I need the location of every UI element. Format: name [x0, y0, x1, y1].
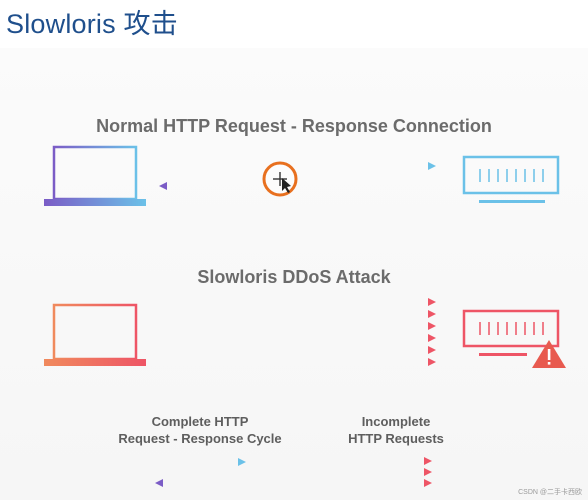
legend-incomplete-arrows: [352, 457, 432, 487]
attack-arrow: [160, 310, 436, 318]
watermark: CSDN @二手卡西欧: [518, 489, 582, 496]
legend-attack-arrow: [352, 457, 432, 465]
legend-complete-label: Complete HTTP Request - Response Cycle: [100, 413, 300, 447]
page-title: Slowloris 攻击: [6, 9, 178, 39]
diagram-panel: [0, 48, 588, 500]
laptop-icon: [44, 145, 146, 206]
attack-heading: Slowloris DDoS Attack: [197, 267, 391, 287]
normal-heading: Normal HTTP Request - Response Connectio…: [96, 116, 492, 136]
legend-complete-line1: Complete HTTP: [151, 414, 249, 429]
attack-arrow: [160, 358, 436, 366]
legend-attack-arrow: [352, 479, 432, 487]
attack-arrow: [160, 322, 436, 330]
legend-complete-arrows: [155, 458, 246, 487]
warning-icon: [532, 340, 566, 368]
attack-request-arrows: [160, 298, 436, 366]
attack-arrow: [160, 346, 436, 354]
legend-incomplete-label: Incomplete HTTP Requests: [296, 413, 496, 447]
legend-request-arrow: [156, 458, 246, 466]
legend-complete-line2: Request - Response Cycle: [118, 431, 282, 446]
laptop-icon: [44, 303, 146, 366]
move-cursor-icon: [262, 161, 298, 197]
server-icon: [462, 309, 560, 356]
legend-incomplete-line2: HTTP Requests: [348, 431, 444, 446]
legend-attack-arrow: [352, 468, 432, 476]
server-icon: [462, 155, 560, 203]
normal-response-arrow: [159, 182, 436, 190]
attack-arrow: [160, 298, 436, 306]
normal-request-arrow: [160, 162, 436, 170]
legend-response-arrow: [155, 479, 246, 487]
legend-incomplete-line1: Incomplete: [361, 414, 431, 429]
attack-arrow: [160, 334, 436, 342]
